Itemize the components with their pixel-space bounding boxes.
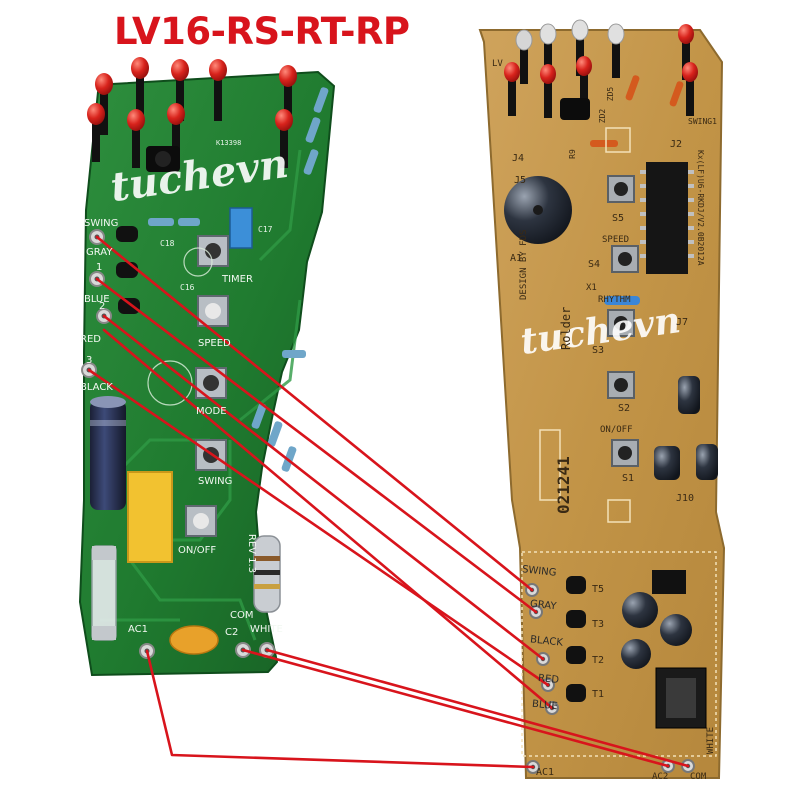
right-label-r9: R9 bbox=[567, 149, 577, 159]
right-label-com: COM bbox=[690, 772, 707, 782]
wire-black bbox=[87, 368, 550, 687]
right-switch-s4: S4 bbox=[588, 259, 601, 270]
right-label-ac1: AC1 bbox=[536, 767, 555, 778]
left-pcb bbox=[78, 57, 336, 677]
right-switch-s5: S5 bbox=[612, 213, 625, 224]
right-label-zd2: ZD2 bbox=[598, 108, 608, 124]
right-label-swing1: SWING1 bbox=[688, 117, 717, 126]
right-label-serial: 021241 bbox=[554, 456, 573, 514]
right-transistor-t3: T3 bbox=[592, 619, 605, 630]
right-transistor-t2: T2 bbox=[592, 655, 605, 666]
electrolytic-capacitor bbox=[90, 396, 126, 510]
right-label-zd5: ZD5 bbox=[606, 86, 616, 102]
right-switch-speed: SPEED bbox=[602, 235, 630, 245]
right-switch-s2: S2 bbox=[618, 403, 631, 414]
left-label-blue: BLUE bbox=[84, 294, 110, 305]
blue-capacitor bbox=[229, 207, 253, 249]
left-label-ac1: AC1 bbox=[128, 624, 149, 635]
left-label-red: RED bbox=[80, 334, 101, 345]
left-label-3: 3 bbox=[86, 355, 93, 366]
ceramic-capacitor bbox=[169, 625, 219, 655]
left-part-c16: C16 bbox=[180, 283, 195, 292]
left-label-swing: SWING bbox=[84, 218, 119, 229]
right-label-design: DESIGN BY FDS bbox=[519, 229, 529, 300]
small-ic bbox=[652, 570, 686, 594]
yellow-capacitor bbox=[127, 471, 173, 563]
right-triacs bbox=[566, 576, 586, 702]
right-switch-rhythm: RHYTHM bbox=[598, 295, 631, 305]
right-transistor-t1: T1 bbox=[592, 689, 605, 700]
right-label-brand: Rolder bbox=[559, 306, 573, 350]
left-led-group bbox=[87, 57, 297, 168]
page-title: LV16-RS-RT-RP bbox=[114, 10, 410, 53]
right-transistor-t5: T5 bbox=[592, 584, 605, 595]
left-label-rev: REV 1.3 bbox=[246, 533, 258, 574]
wire-gray bbox=[95, 277, 538, 614]
right-switch-onoff: ON/OFF bbox=[600, 425, 633, 435]
fuse bbox=[91, 545, 117, 641]
right-switch-s1: S1 bbox=[622, 473, 635, 484]
wire-ac1 bbox=[145, 649, 535, 769]
left-button-speed: SPEED bbox=[198, 338, 231, 349]
left-button-timer: TIMER bbox=[222, 274, 253, 285]
right-switches bbox=[607, 175, 639, 467]
right-label-white: WHITE bbox=[706, 726, 717, 755]
right-label-j10: J10 bbox=[676, 493, 695, 504]
right-label-x1: X1 bbox=[586, 283, 597, 293]
left-label-gray: GRAY bbox=[86, 247, 113, 258]
wire-c2 bbox=[241, 648, 670, 768]
right-label-j4: J4 bbox=[512, 153, 525, 164]
left-label-com: COM bbox=[230, 610, 254, 621]
microcontroller-ic bbox=[640, 162, 694, 274]
left-button-onoff: ON/OFF bbox=[178, 545, 217, 556]
right-ir-receiver bbox=[560, 98, 590, 120]
right-capacitors bbox=[621, 376, 718, 669]
right-label-j7: J7 bbox=[676, 317, 689, 328]
left-part-c18: C18 bbox=[160, 239, 175, 248]
right-board-stamp: Kx(LF)U6-RKDJ/V2.0B2012A bbox=[696, 150, 705, 266]
right-switch-s3: S3 bbox=[592, 345, 605, 356]
power-resistor bbox=[253, 535, 281, 613]
connection-wires bbox=[87, 235, 690, 769]
right-label-j5: J5 bbox=[514, 175, 527, 186]
left-transistors bbox=[116, 226, 140, 314]
left-part-c17: C17 bbox=[258, 225, 273, 234]
left-label-white: WHITE bbox=[250, 624, 283, 635]
left-label-1: 1 bbox=[96, 262, 103, 273]
wire-swing bbox=[95, 235, 534, 592]
right-label-lv: LV bbox=[492, 59, 503, 69]
right-led-group bbox=[504, 19, 698, 118]
right-label-ac2: AC2 bbox=[652, 772, 669, 782]
right-label-a1: A1 bbox=[510, 253, 523, 264]
left-chip-text: K13398 bbox=[216, 139, 242, 147]
left-button-swing: SWING bbox=[198, 476, 233, 487]
right-pcb bbox=[478, 19, 726, 779]
wire-com bbox=[265, 648, 690, 768]
left-button-mode: MODE bbox=[196, 406, 227, 417]
left-label-black: BLACK bbox=[80, 382, 113, 393]
wire-blue bbox=[102, 314, 545, 661]
right-label-j2: J2 bbox=[670, 139, 683, 150]
left-label-c2: C2 bbox=[225, 627, 239, 638]
left-label-2: 2 bbox=[99, 301, 106, 312]
right-label-red: RED bbox=[537, 672, 560, 687]
wire-red bbox=[102, 328, 554, 710]
